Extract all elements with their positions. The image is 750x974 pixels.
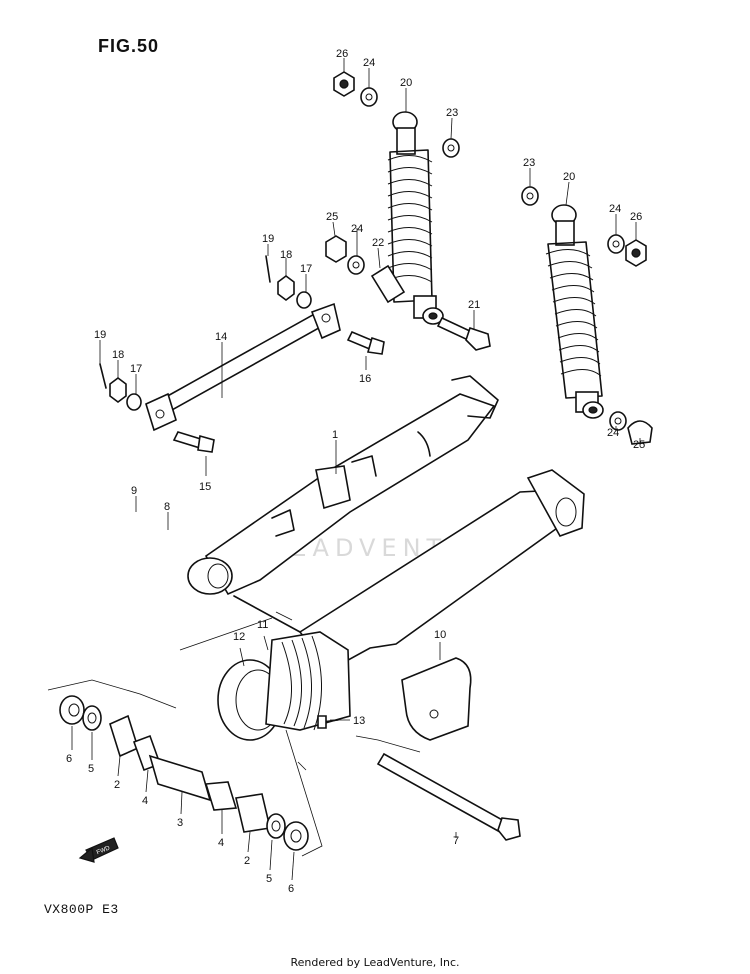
shock-absorber-left: [387, 111, 444, 325]
callout-19: 19: [262, 233, 274, 245]
callout-17: 17: [300, 263, 312, 275]
callout-14: 14: [215, 331, 227, 343]
torque-rod: [99, 255, 385, 453]
callout-4: 4: [218, 837, 224, 849]
callout-5: 5: [88, 763, 94, 775]
pivot-shaft: [376, 752, 521, 841]
callout-23: 23: [446, 107, 458, 119]
callout-24: 24: [609, 203, 621, 215]
final-drive-cover: [401, 657, 472, 741]
callout-18: 18: [280, 249, 292, 261]
callout-4: 4: [142, 795, 148, 807]
fwd-label: FWD: [96, 845, 112, 856]
callout-18: 18: [112, 349, 124, 361]
callout-15: 15: [199, 481, 211, 493]
callout-19: 19: [94, 329, 106, 341]
callout-23: 23: [523, 157, 535, 169]
callout-13: 13: [353, 715, 365, 727]
callout-16: 16: [359, 373, 371, 385]
shock-absorber-right: [545, 204, 604, 419]
callout-1: 1: [332, 429, 338, 441]
reference-lines: [47, 611, 421, 857]
callout-3: 3: [177, 817, 183, 829]
callout-26: 26: [336, 48, 348, 60]
fwd-arrow-icon: FWD: [78, 837, 119, 863]
callout-17: 17: [130, 363, 142, 375]
model-code: VX800P E3: [44, 902, 119, 917]
callout-11: 11: [257, 619, 268, 631]
callout-6: 6: [66, 753, 72, 765]
callout-21: 21: [468, 299, 480, 311]
callout-12: 12: [233, 631, 245, 643]
callout-7: 7: [453, 835, 459, 847]
callout-25: 25: [633, 439, 645, 451]
boot-assembly: [217, 631, 351, 741]
callout-25: 25: [326, 211, 338, 223]
leader-lines: [99, 58, 641, 838]
footer-credit: Rendered by LeadVenture, Inc.: [290, 956, 460, 969]
callout-5: 5: [266, 873, 272, 885]
figure-title: FIG.50: [98, 36, 160, 56]
callout-10: 10: [434, 629, 446, 641]
callout-6: 6: [288, 883, 294, 895]
pivot-bearings: [59, 695, 309, 851]
callout-labels: 26 24 20 23 23 20 24 26 25 24 22 21 19 1…: [66, 48, 645, 895]
callout-22: 22: [372, 237, 384, 249]
callout-24: 24: [363, 57, 375, 69]
callout-9: 9: [131, 485, 137, 497]
shock-hardware: [325, 71, 653, 445]
swing-arm: [187, 375, 585, 672]
callout-24: 24: [351, 223, 363, 235]
bearing-leaders: [71, 726, 295, 881]
callout-24: 24: [607, 427, 619, 439]
callout-26: 26: [630, 211, 642, 223]
callout-2: 2: [244, 855, 250, 867]
callout-8: 8: [164, 501, 170, 513]
callout-2: 2: [114, 779, 120, 791]
callout-20: 20: [400, 77, 412, 89]
callout-20: 20: [563, 171, 575, 183]
